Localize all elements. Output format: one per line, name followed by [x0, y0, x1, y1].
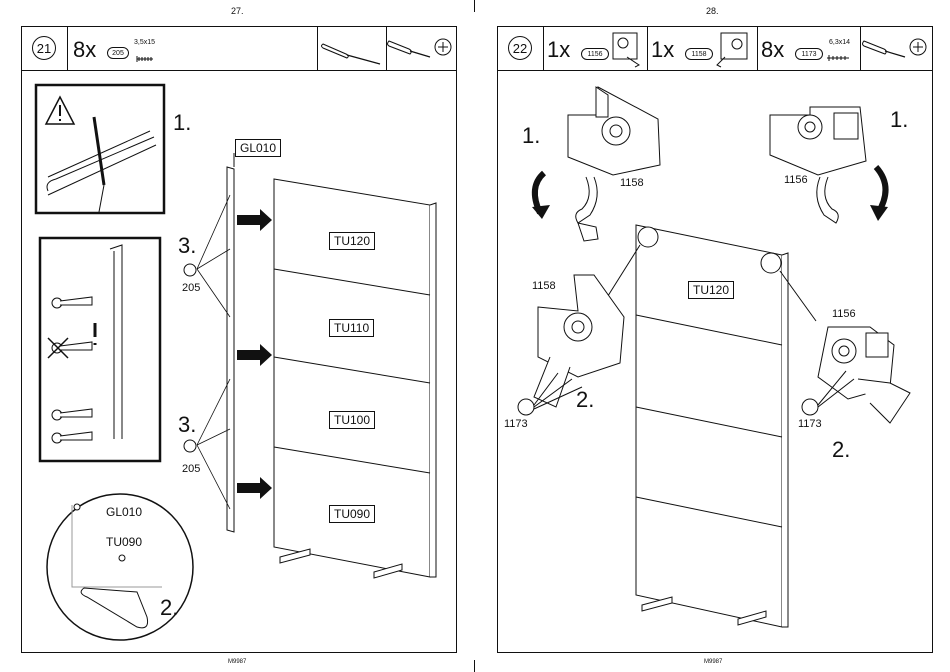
gl010-strip: [227, 167, 234, 532]
top-right-code-label: 1156: [784, 174, 808, 186]
detail-panel-label: TU090: [106, 535, 142, 549]
screw-code-a-label: 205: [182, 282, 200, 294]
strip-code-label: GL010: [235, 139, 281, 157]
panel-label: TU120: [688, 281, 734, 299]
left-illustration: [22, 27, 456, 652]
top-right-step-label: 1.: [890, 107, 908, 133]
hinge-1156-top-right: [770, 107, 866, 223]
panel-label-1: TU120: [329, 232, 375, 250]
right-step-label: 2.: [832, 437, 850, 463]
detail-step-label: 2.: [160, 595, 178, 621]
screw-step-a-label: 3.: [178, 233, 196, 259]
left-step-label: 2.: [576, 387, 594, 413]
screw-code-b-label: 205: [182, 463, 200, 475]
left-hinge-code-label: 1158: [532, 280, 556, 292]
note-step-label: 1.: [173, 110, 191, 136]
right-footer-code: M9987: [704, 659, 722, 665]
screw-step-b-label: 3.: [178, 412, 196, 438]
panel-label-4: TU090: [329, 505, 375, 523]
detail-strip-label: GL010: [106, 505, 142, 519]
right-illustration: [498, 27, 932, 652]
right-page-frame: 22 1x 1156 1x 1158 8x 1173 6,3x14: [497, 26, 933, 653]
right-screw-code-label: 1173: [798, 418, 822, 430]
top-cut-mark: [474, 0, 475, 12]
bottom-cut-mark: [474, 660, 475, 672]
panel-label-2: TU110: [329, 319, 374, 337]
left-screw-code-label: 1173: [504, 418, 528, 430]
hinge-1156-mid-right: [818, 327, 910, 423]
hinge-1158-top-left: [568, 87, 660, 223]
panel-label-3: TU100: [329, 411, 375, 429]
top-left-code-label: 1158: [620, 177, 644, 189]
right-hinge-code-label: 1156: [832, 308, 856, 320]
right-page-number: 28.: [706, 6, 719, 16]
top-left-step-label: 1.: [522, 123, 540, 149]
left-page-frame: 21 8x 205 3,5x15: [21, 26, 457, 653]
left-footer-code: M9987: [228, 659, 246, 665]
left-page-number: 27.: [231, 6, 244, 16]
